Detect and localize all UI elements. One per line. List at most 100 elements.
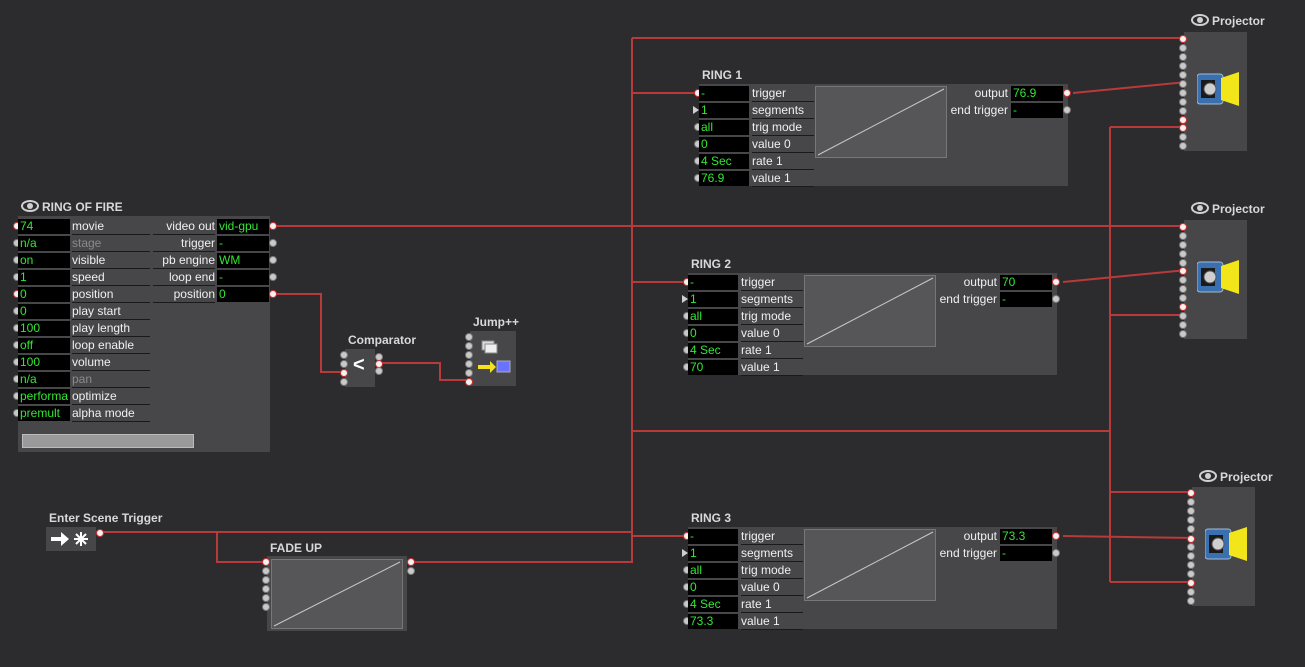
projector-in-port[interactable] [1179, 250, 1187, 258]
enter-scene-actor[interactable] [46, 527, 104, 551]
projector-in-port[interactable] [1179, 276, 1187, 284]
output-value-field[interactable]: - [217, 236, 269, 251]
projector-in-port[interactable] [1179, 223, 1187, 231]
jump-actor[interactable] [465, 331, 516, 386]
output-port[interactable] [1052, 278, 1060, 286]
projector-in-port[interactable] [1179, 62, 1187, 70]
output-value-field[interactable]: - [217, 270, 269, 285]
input-value-field[interactable]: 0 [688, 580, 738, 595]
output-value-field[interactable]: 76.9 [1011, 86, 1063, 101]
output-port[interactable] [269, 290, 277, 298]
projector-in-port[interactable] [1187, 543, 1195, 551]
input-value-field[interactable]: - [688, 529, 738, 544]
output-port[interactable] [1052, 295, 1060, 303]
fade-in-port[interactable] [262, 567, 270, 575]
fade-in-port[interactable] [262, 585, 270, 593]
comparator-actor[interactable]: < [340, 349, 383, 387]
projector-in-port[interactable] [1179, 124, 1187, 132]
projector-title[interactable]: Projector [1191, 202, 1265, 216]
projector-title[interactable]: Projector [1191, 14, 1265, 28]
input-value-field[interactable]: 76.9 [699, 171, 749, 186]
projector-in-port[interactable] [1179, 44, 1187, 52]
output-port[interactable] [1063, 89, 1071, 97]
projector-actor[interactable] [1187, 487, 1255, 606]
comparator-in-port[interactable] [340, 378, 348, 386]
eye-icon[interactable] [21, 200, 39, 212]
input-value-field[interactable]: off [18, 338, 70, 353]
output-port[interactable] [269, 239, 277, 247]
fade-in-port[interactable] [262, 576, 270, 584]
projector-in-port[interactable] [1179, 107, 1187, 115]
input-value-field[interactable]: n/a [18, 236, 70, 251]
projector-in-port[interactable] [1179, 303, 1187, 311]
input-value-field[interactable]: 4 Sec [688, 343, 738, 358]
input-value-field[interactable]: 100 [18, 355, 70, 370]
projector-title[interactable]: Projector [1199, 470, 1273, 484]
input-value-field[interactable]: 0 [699, 137, 749, 152]
projector-in-port[interactable] [1179, 259, 1187, 267]
projector-actor[interactable] [1179, 220, 1247, 339]
input-value-field[interactable]: - [699, 86, 749, 101]
projector-in-port[interactable] [1179, 116, 1187, 124]
input-value-field[interactable]: 0 [18, 287, 70, 302]
projector-in-port[interactable] [1179, 98, 1187, 106]
eye-icon[interactable] [1199, 470, 1217, 482]
output-value-field[interactable]: 70 [1000, 275, 1052, 290]
projector-in-port[interactable] [1179, 330, 1187, 338]
input-value-field[interactable]: performa [18, 389, 70, 404]
projector-in-port[interactable] [1187, 498, 1195, 506]
input-value-field[interactable]: all [688, 563, 738, 578]
output-value-field[interactable]: - [1000, 546, 1052, 561]
jump-in-port[interactable] [465, 369, 473, 377]
output-port[interactable] [269, 222, 277, 230]
output-value-field[interactable]: 73.3 [1000, 529, 1052, 544]
input-value-field[interactable]: 1 [699, 103, 749, 118]
input-value-field[interactable]: 74 [18, 219, 70, 234]
eye-icon[interactable] [1191, 202, 1209, 214]
input-value-field[interactable]: 0 [18, 304, 70, 319]
output-value-field[interactable]: - [1011, 103, 1063, 118]
fade-in-port[interactable] [262, 558, 270, 566]
projector-in-port[interactable] [1187, 507, 1195, 515]
envelope-graph[interactable] [804, 275, 936, 347]
projector-actor[interactable] [1179, 32, 1247, 151]
output-value-field[interactable]: - [1000, 292, 1052, 307]
projector-in-port[interactable] [1179, 35, 1187, 43]
envelope-graph[interactable] [804, 529, 936, 601]
segments-triangle-icon[interactable] [682, 295, 688, 303]
projector-in-port[interactable] [1187, 535, 1195, 543]
envelope-graph[interactable] [815, 86, 947, 158]
comparator-in-port[interactable] [340, 369, 348, 377]
comparator-in-port[interactable] [340, 360, 348, 368]
projector-in-port[interactable] [1179, 294, 1187, 302]
preview-slider[interactable] [22, 434, 194, 448]
output-port[interactable] [1063, 106, 1071, 114]
input-value-field[interactable]: - [688, 275, 738, 290]
projector-in-port[interactable] [1187, 561, 1195, 569]
input-value-field[interactable]: n/a [18, 372, 70, 387]
input-value-field[interactable]: 1 [688, 292, 738, 307]
fade-out-port[interactable] [407, 567, 415, 575]
segments-triangle-icon[interactable] [693, 106, 699, 114]
output-port[interactable] [1052, 549, 1060, 557]
output-value-field[interactable]: vid-gpu [217, 219, 269, 234]
fade-in-port[interactable] [262, 594, 270, 602]
output-port[interactable] [269, 256, 277, 264]
fade-up-actor[interactable] [262, 556, 415, 631]
projector-in-port[interactable] [1187, 516, 1195, 524]
comparator-in-port[interactable] [340, 351, 348, 359]
input-value-field[interactable]: 70 [688, 360, 738, 375]
input-value-field[interactable]: 1 [688, 546, 738, 561]
input-value-field[interactable]: on [18, 253, 70, 268]
output-value-field[interactable]: WM [217, 253, 269, 268]
jump-in-port[interactable] [465, 351, 473, 359]
segments-triangle-icon[interactable] [682, 549, 688, 557]
projector-in-port[interactable] [1179, 241, 1187, 249]
projector-in-port[interactable] [1179, 285, 1187, 293]
projector-in-port[interactable] [1187, 552, 1195, 560]
output-port[interactable] [1052, 532, 1060, 540]
enter-scene-out-port[interactable] [96, 529, 104, 537]
